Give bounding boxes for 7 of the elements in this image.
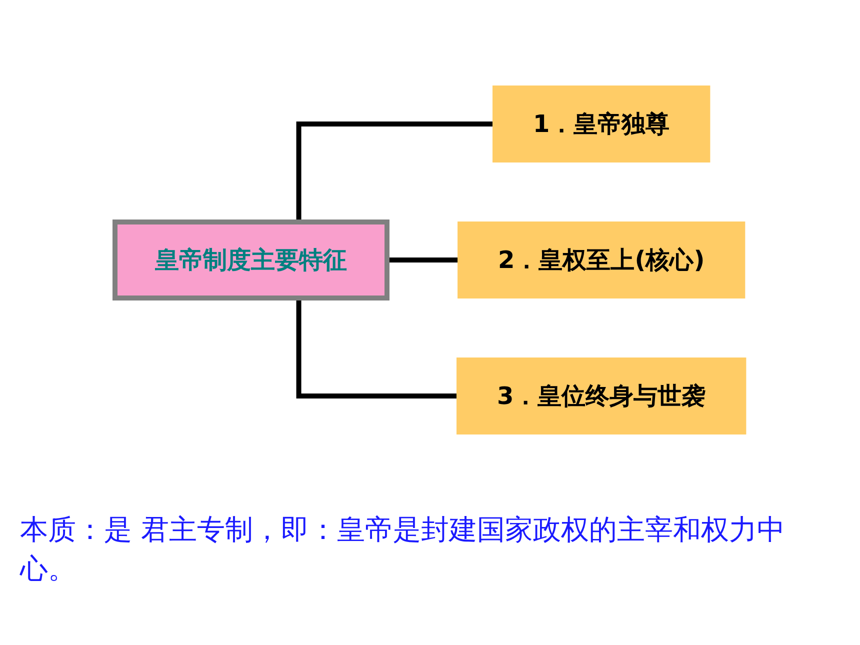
node-box: 3．皇位终身与世袭 bbox=[456, 358, 746, 434]
connector bbox=[296, 122, 493, 222]
node-box: 1．皇帝独尊 bbox=[492, 86, 710, 162]
node-box: 皇帝制度主要特征 bbox=[112, 220, 390, 300]
node-box: 2．皇权至上(核心) bbox=[457, 222, 745, 298]
connector bbox=[296, 298, 457, 398]
note-text: 本质：是 君主专制，即：皇帝是封建国家政权的主宰和权力中心。 bbox=[20, 512, 786, 588]
